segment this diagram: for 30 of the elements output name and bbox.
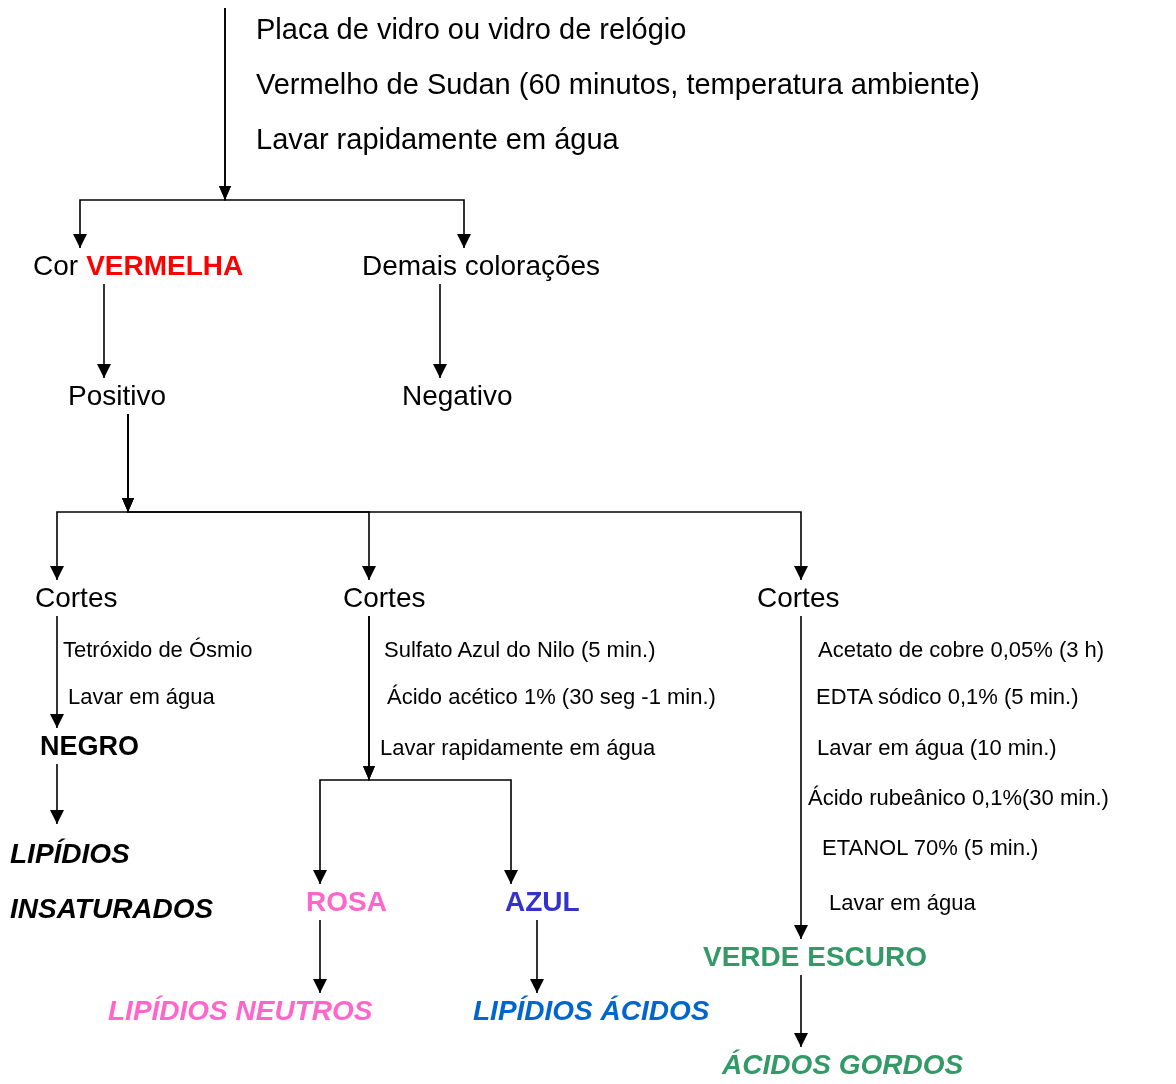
step-label: Ácido rubeânico 0,1%(30 min.) [808,785,1109,811]
result-label: NEGRO [40,730,139,762]
result-label: LIPÍDIOS NEUTROS [108,995,373,1027]
step-label: EDTA sódico 0,1% (5 min.) [816,684,1079,710]
step-label: Sulfato Azul do Nilo (5 min.) [384,637,656,663]
step-label: Ácido acético 1% (30 seg -1 min.) [387,684,716,710]
step-label: Cortes [35,582,118,614]
step-label: Lavar rapidamente em água [256,122,619,156]
step-label: Tetróxido de Ósmio [63,637,253,663]
result-label: Positivo [68,380,167,412]
highlight-label: VERMELHA [86,250,244,281]
step-label: Placa de vidro ou vidro de relógio [256,12,687,46]
step-label: Lavar em água [68,684,215,710]
result-label: LIPÍDIOS ÁCIDOS [473,995,710,1027]
step-label: Cortes [757,582,840,614]
result-label: ÁCIDOS GORDOS [722,1049,964,1081]
result-label: Negativo [402,380,513,412]
result-label: Cor [33,250,79,281]
result-label: VERDE ESCURO [703,941,928,973]
result-label: Demais colorações [362,250,601,282]
step-label: Lavar rapidamente em água [380,735,656,761]
step-label: ETANOL 70% (5 min.) [822,835,1039,861]
step-label: Lavar em água (10 min.) [817,735,1057,761]
result-label: ROSA [306,886,387,918]
result-label: LIPÍDIOS INSATURADOS [10,826,255,936]
step-label: Acetato de cobre 0,05% (3 h) [818,637,1105,663]
step-label: Vermelho de Sudan (60 minutos, temperatura ambiente) [256,67,980,101]
result-label: AZUL [505,886,580,918]
step-label: Lavar em água [829,890,976,916]
step-label: Cortes [343,582,426,614]
